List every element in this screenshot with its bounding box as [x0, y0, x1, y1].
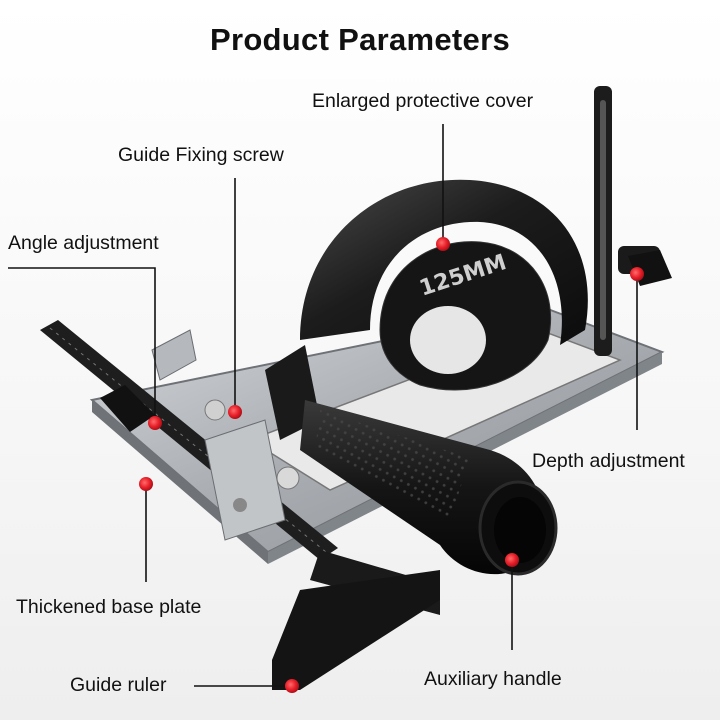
page-title: Product Parameters — [209, 22, 511, 57]
leader-angle — [8, 267, 156, 420]
label-guide-fixing-screw: Guide Fixing screw — [118, 144, 284, 166]
angle-bracket — [151, 329, 300, 541]
marker-angle — [148, 416, 162, 430]
marker-cover — [436, 237, 450, 251]
label-enlarged-protective-cover: Enlarged protective cover — [312, 90, 534, 112]
label-thickened-base-plate: Thickened base plate — [16, 596, 202, 618]
auxiliary-handle — [265, 345, 558, 576]
label-angle-adjustment: Angle adjustment — [8, 232, 159, 254]
protective-cover: 125MM — [300, 179, 588, 391]
label-guide-ruler: Guide ruler — [70, 674, 167, 696]
leader-lines — [8, 124, 638, 687]
marker-base — [139, 477, 153, 491]
marker-ruler — [285, 679, 299, 693]
markers — [139, 237, 644, 693]
label-depth-adjustment: Depth adjustment — [532, 450, 685, 472]
marker-screw — [228, 405, 242, 419]
marker-depth — [630, 267, 644, 281]
marker-handle — [505, 553, 519, 567]
depth-guide-post — [594, 86, 660, 356]
label-auxiliary-handle: Auxiliary handle — [424, 668, 562, 690]
